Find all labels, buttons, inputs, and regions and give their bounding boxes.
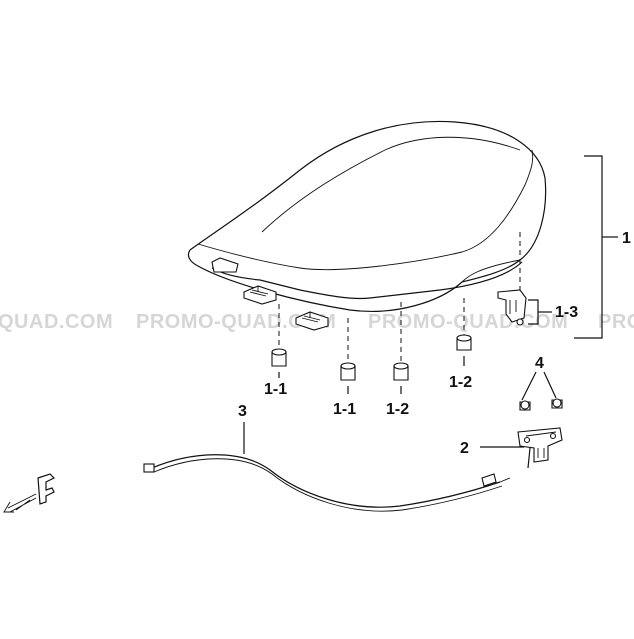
- callout-4: 4: [535, 355, 544, 372]
- callout-1-1-center: 1-1: [333, 401, 356, 418]
- seat-lock-bracket: [517, 427, 563, 469]
- bushing-1-2-right: [456, 334, 472, 351]
- bushing-1-2-center: [393, 362, 409, 381]
- callout-labels: 1 1-3 1-1 1-1 1-2 1-2 2 3 4: [238, 230, 631, 457]
- callout-1-2-right: 1-2: [449, 374, 472, 391]
- callout-3: 3: [238, 403, 247, 420]
- seat-base-pan: [211, 261, 523, 300]
- seat-latch-hook: [497, 289, 527, 326]
- latch-hook-bolt: [516, 318, 524, 326]
- seat-front-curve: [187, 249, 463, 312]
- bushing-1-1-left: [271, 348, 287, 367]
- callout-1-2-center: 1-2: [386, 401, 409, 418]
- callout-1-3: 1-3: [555, 304, 578, 321]
- cable-end-right: [481, 473, 497, 487]
- bolt-left: [519, 400, 531, 411]
- front-direction-arrow-icon: [3, 473, 56, 513]
- watermark-text-center: PROMO-QUAD.COM: [136, 311, 336, 333]
- seat-piping-top: [197, 149, 534, 271]
- bolt-right: [551, 398, 563, 409]
- leader-lines: [243, 155, 618, 454]
- callout-1: 1: [622, 230, 631, 247]
- callout-2: 2: [460, 440, 469, 457]
- seat-front-tongue: [211, 257, 239, 273]
- watermark-text-left: QUAD.COM: [0, 311, 113, 333]
- seat-side-contour: [261, 136, 521, 233]
- watermark-text-right: PRO: [598, 311, 634, 333]
- cable-end-left: [143, 463, 155, 473]
- bracket-part-1: [574, 155, 603, 339]
- seat-mount-center: [295, 311, 329, 331]
- seat-base-edge: [461, 259, 521, 283]
- assembly-lines: [278, 232, 521, 364]
- callout-1-1-left: 1-1: [264, 381, 287, 398]
- seat-mount-left: [243, 285, 277, 305]
- seat-release-cable: [143, 454, 511, 512]
- seat-assembly: [187, 120, 547, 331]
- bushing-1-1-center: [340, 362, 356, 381]
- seat-top-outline: [189, 120, 547, 283]
